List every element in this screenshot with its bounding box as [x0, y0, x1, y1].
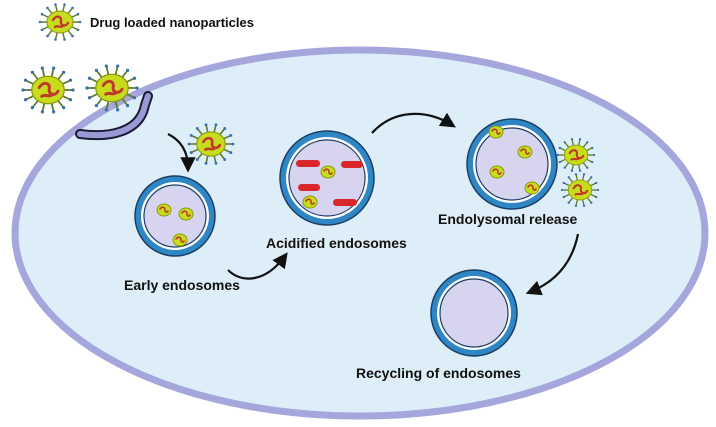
label-drug-loaded-nanoparticles: Drug loaded nanoparticles — [90, 15, 254, 30]
arrow-release-to-recycling — [525, 233, 580, 296]
acid-marker — [298, 184, 320, 191]
arrow-acidified-to-release — [371, 112, 456, 134]
cell-body — [11, 46, 709, 420]
arrow-early-to-acidified — [227, 252, 288, 280]
acid-marker — [296, 160, 320, 167]
arrow-entry — [167, 133, 196, 173]
nanoparticle — [19, 65, 77, 116]
label-recycling-of-endosomes: Recycling of endosomes — [356, 365, 521, 381]
acidified-endosome — [279, 130, 375, 226]
nanoparticle-legend-icon — [37, 2, 83, 43]
acid-marker — [341, 161, 363, 168]
label-endolysomal-release: Endolysomal release — [438, 211, 578, 227]
recycling-endosome — [430, 269, 518, 357]
label-early-endosomes: Early endosomes — [124, 277, 240, 293]
label-acidified-endosomes: Acidified endosomes — [266, 235, 407, 251]
endolysosomal-vesicle — [466, 118, 558, 210]
early-endosome — [134, 175, 216, 257]
acid-marker — [333, 199, 357, 206]
